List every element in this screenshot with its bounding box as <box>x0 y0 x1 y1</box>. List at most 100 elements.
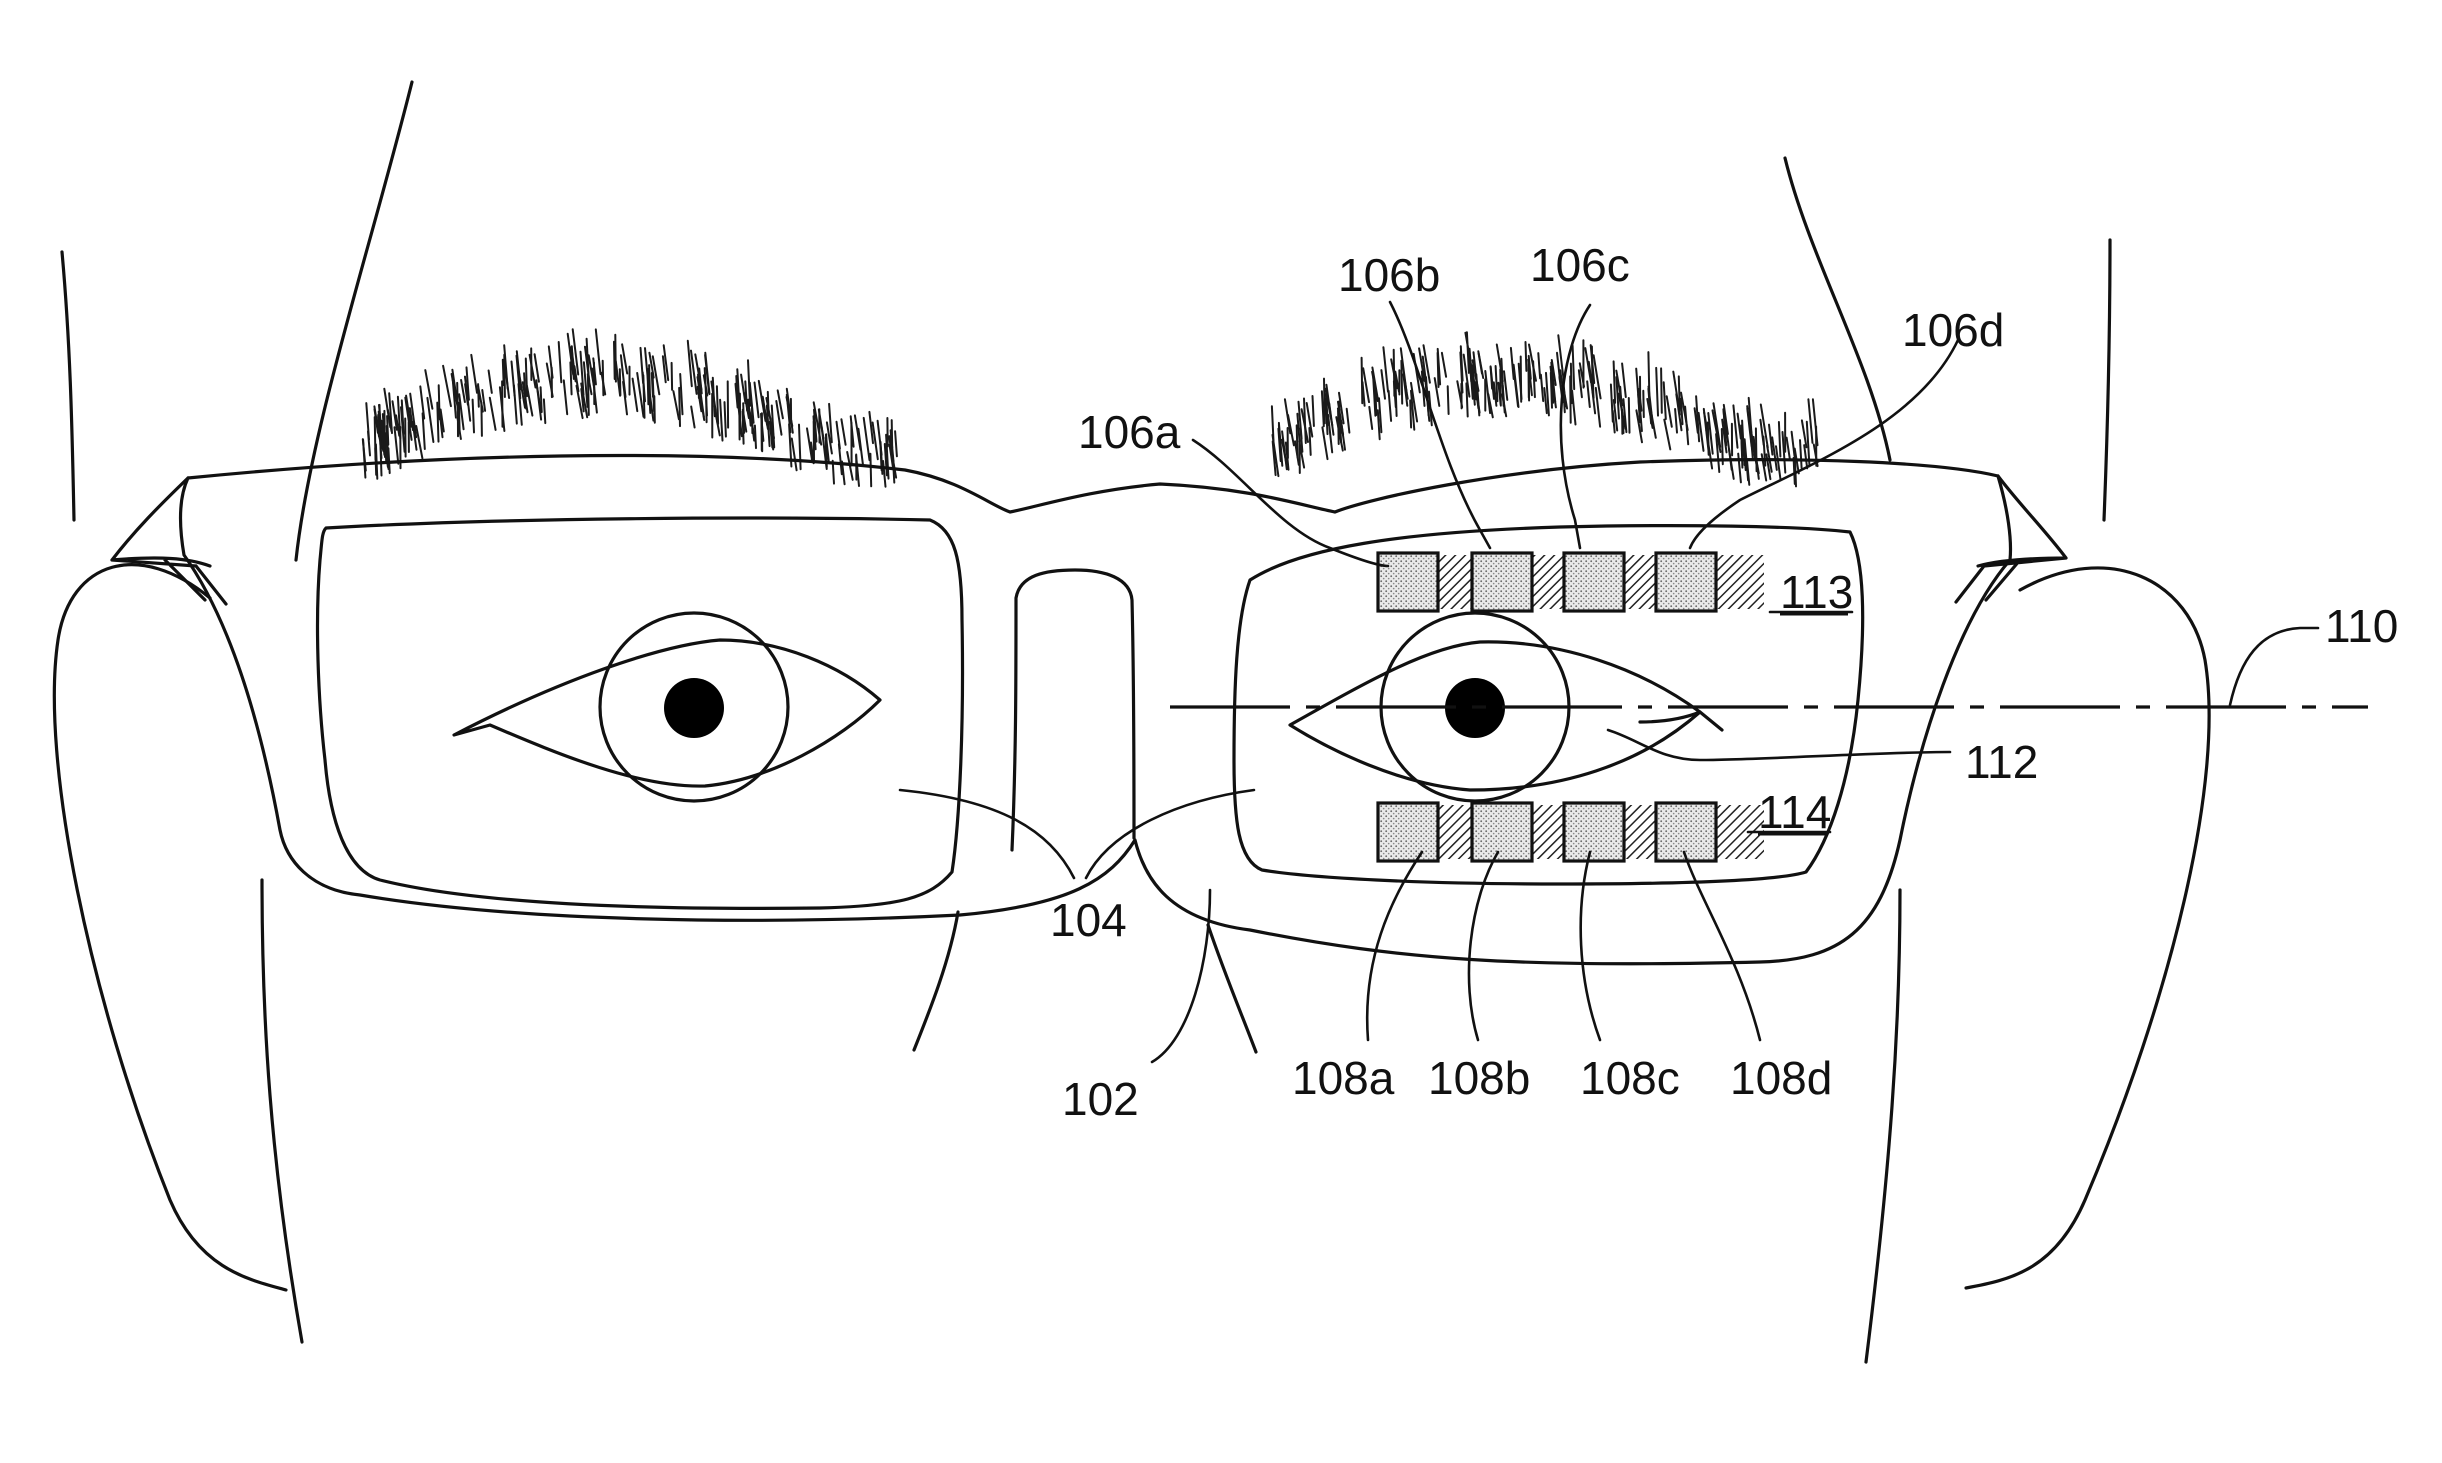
leader-112 <box>1608 730 1950 760</box>
eyebrow-hair <box>1643 391 1644 417</box>
right-ear <box>1966 568 2209 1288</box>
left-temple-hinge <box>112 478 226 604</box>
eyebrow-hair <box>1629 398 1630 433</box>
eyebrow-hair <box>489 371 492 393</box>
label-108b: 108b <box>1428 1052 1530 1104</box>
detector-108c <box>1564 803 1624 861</box>
nose-bridge <box>1012 570 1134 850</box>
eyebrow-hair <box>1648 352 1649 399</box>
head-left-contour <box>296 82 412 560</box>
eyebrow-hair <box>1313 396 1314 426</box>
eyebrow-hair <box>1661 368 1662 412</box>
eyebrow-hair <box>755 383 759 418</box>
leader-108b <box>1469 852 1498 1040</box>
leader-104-right <box>1086 790 1254 878</box>
label-106d: 106d <box>1902 304 2004 356</box>
eyebrow-hair <box>1570 376 1571 422</box>
eyebrow-hair <box>1478 351 1483 378</box>
eyebrow-hair <box>1503 385 1505 412</box>
eyebrow-hair <box>1787 438 1790 459</box>
eyebrow-hair <box>1664 420 1670 450</box>
eyebrow-hair <box>1800 440 1802 468</box>
eyebrow-hair <box>512 362 515 396</box>
eyebrow-hair <box>1675 409 1677 433</box>
eyebrow-hair <box>672 363 673 390</box>
eyebrow-hair <box>471 355 477 393</box>
detector-108d <box>1656 803 1716 861</box>
face-left-contour <box>262 880 302 1342</box>
eyebrow-hair <box>395 427 399 463</box>
eyebrow-hair <box>1573 346 1575 389</box>
eyebrow-hair <box>895 431 897 456</box>
reference-numerals: 106a 106b 106c 106d 113 110 112 114 104 … <box>1050 239 2398 1125</box>
eyebrow-hair <box>1738 454 1741 483</box>
eyebrow-hair <box>1309 428 1310 455</box>
eyebrow-hair <box>535 354 539 382</box>
label-110: 110 <box>2325 600 2398 652</box>
eyebrow-hair <box>368 431 370 455</box>
eyebrow-hair <box>439 385 440 419</box>
emitter-106b <box>1472 553 1532 611</box>
label-104: 104 <box>1050 894 1127 946</box>
right-eyebrow <box>1272 332 1818 486</box>
label-108d: 108d <box>1730 1052 1832 1104</box>
eyebrow-hair <box>743 403 744 433</box>
leader-106d <box>1690 340 1958 548</box>
eyebrow-hair <box>691 407 694 428</box>
eyebrow-hair <box>504 355 505 397</box>
eyebrow-hair <box>1794 458 1795 484</box>
eyebrow-hair <box>1802 420 1807 447</box>
eyebrow-hair <box>1656 368 1658 416</box>
frame-outer <box>181 456 2011 964</box>
eyebrow-hair <box>388 448 389 473</box>
eyebrow-hair <box>1448 386 1449 414</box>
leader-108c <box>1581 852 1600 1040</box>
eyebrow-hair <box>490 398 496 430</box>
eyebrow-hair <box>443 366 451 406</box>
label-112: 112 <box>1965 736 2038 788</box>
eyebrow-hair <box>864 418 870 460</box>
eyebrow-hair <box>572 346 574 379</box>
eyebrow-hair <box>688 341 692 386</box>
emitter-106c <box>1564 553 1624 611</box>
eyebrow-hair <box>559 342 562 382</box>
eyebrow-hair <box>1442 353 1446 377</box>
eyebrow-hair <box>892 420 893 448</box>
label-106a: 106a <box>1078 406 1181 458</box>
face-right-contour <box>1866 890 1900 1362</box>
leader-106c <box>1561 305 1590 548</box>
eyebrow-hair <box>1401 361 1402 404</box>
eyebrow-hair <box>870 454 871 487</box>
eyebrow-hair <box>1500 370 1501 406</box>
eyebrow-hair <box>1572 391 1575 425</box>
leader-102 <box>1152 890 1210 1062</box>
head-right-contour <box>1785 158 1890 460</box>
eyebrow-hair <box>1504 371 1507 400</box>
eyebrow-hair <box>1347 409 1350 433</box>
hair-left-line <box>62 252 74 520</box>
eyeglass-frame <box>112 456 2066 1052</box>
eyebrow-hair <box>1297 425 1298 457</box>
eyebrow-hair <box>799 425 801 470</box>
eyebrow-hair <box>1526 342 1527 371</box>
eyebrow-hair <box>725 402 726 437</box>
eyebrow-hair <box>673 391 679 419</box>
eyebrow-hair <box>1587 381 1590 407</box>
eyebrow-hair <box>633 379 638 412</box>
eyebrow-hair <box>564 380 567 414</box>
eyebrow-hair <box>1667 396 1672 427</box>
eyebrow-hair <box>1511 348 1514 379</box>
head-outline <box>62 82 2110 1362</box>
eyebrow-hair <box>596 329 601 374</box>
eyebrow-hair <box>1804 445 1807 468</box>
hair-right-line <box>2104 240 2110 520</box>
eyebrow-hair <box>461 380 465 402</box>
eyebrow-hair <box>643 375 644 418</box>
left-eye-pupil <box>664 678 724 738</box>
detector-108a <box>1378 803 1438 861</box>
label-108c: 108c <box>1580 1052 1680 1104</box>
eyebrow-hair <box>1792 432 1795 456</box>
label-108a: 108a <box>1292 1052 1395 1104</box>
eyebrow-hair <box>363 440 365 478</box>
